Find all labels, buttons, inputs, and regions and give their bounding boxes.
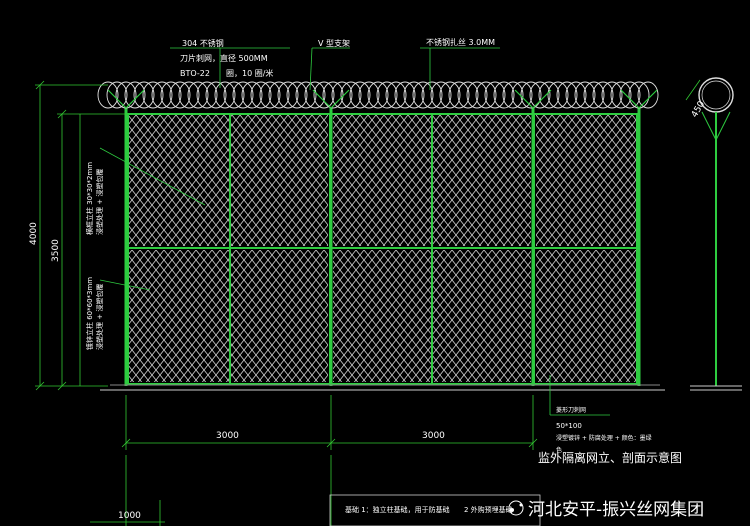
coil-loop	[457, 81, 479, 109]
coil-loop	[376, 81, 398, 109]
coil-loop	[529, 81, 551, 109]
note-base-2: 50*100	[556, 422, 582, 430]
coil-loop	[475, 81, 497, 109]
dim-bottom: 1000	[118, 511, 141, 521]
caption-title: 监外隔离网立、剖面示意图	[538, 450, 682, 465]
dim-height-fence: 3500	[51, 239, 61, 262]
dim-horizontal	[90, 395, 538, 526]
fence-mesh	[129, 115, 636, 382]
note-post: 镀锌立柱 60*60*3mm	[85, 277, 94, 350]
dim-vertical	[35, 80, 128, 391]
coil-loop	[628, 81, 650, 109]
coil-loop	[223, 81, 245, 109]
note-post-2: 浸塑处理 + 浸塑包覆	[95, 284, 104, 350]
section-view	[685, 77, 742, 391]
coil-loop	[151, 81, 173, 109]
note-base-1: 菱形刀刺网	[556, 406, 586, 414]
coil-loop	[331, 81, 353, 109]
coil-loop	[241, 81, 263, 109]
coil-loop	[466, 81, 488, 109]
coil-loop	[286, 81, 308, 109]
coil-loop	[169, 81, 191, 109]
coil-loop	[619, 81, 641, 109]
watermark: 河北安平-振兴丝网集团	[508, 500, 704, 520]
coil-loop	[574, 81, 596, 109]
note-top-material: 304 不锈钢	[182, 38, 224, 48]
coil-loop	[547, 81, 569, 109]
weibo-icon	[508, 500, 524, 516]
note-base-4: 色	[556, 446, 562, 454]
coil-loop	[610, 81, 632, 109]
v-bracket	[107, 89, 658, 109]
note-frame-2: 浸塑处理 + 浸塑包覆	[95, 169, 104, 235]
coil-loop	[97, 81, 119, 109]
coil-loop	[493, 81, 515, 109]
coil-loop	[214, 81, 236, 109]
coil-loop	[160, 81, 182, 109]
coil-loop	[322, 81, 344, 109]
watermark-text: 河北安平-振兴丝网集团	[528, 500, 704, 520]
note-blade-count: 圈，10 圈/米	[226, 68, 273, 78]
fence-posts	[124, 108, 641, 386]
coil-loop	[358, 81, 380, 109]
coil-loop	[295, 81, 317, 109]
note-foundation-1: 基础 1：独立柱基础，用于防基础	[345, 505, 450, 514]
coil-loop	[142, 81, 164, 109]
coil-loop	[232, 81, 254, 109]
note-v-bracket: V 型支架	[318, 38, 350, 48]
coil-loop	[601, 81, 623, 109]
coil-loop	[385, 81, 407, 109]
coil-loop	[484, 81, 506, 109]
coil-loop	[556, 81, 578, 109]
razor-wire-coil	[97, 81, 659, 109]
coil-loop	[250, 81, 272, 109]
foundation-outline	[329, 494, 541, 526]
coil-loop	[187, 81, 209, 109]
dim-span-1: 3000	[216, 431, 239, 441]
note-ss-tie-wire: 不锈钢扎丝 3.0MM	[426, 37, 495, 47]
coil-loop	[313, 81, 335, 109]
coil-loop	[367, 81, 389, 109]
note-foundation-2: 2 外购预埋基础	[464, 505, 513, 514]
coil-loop	[277, 81, 299, 109]
coil-loop	[394, 81, 416, 109]
coil-loop	[178, 81, 200, 109]
coil-loop	[583, 81, 605, 109]
coil-loop	[259, 81, 281, 109]
coil-loop	[439, 81, 461, 109]
note-blade-type: BTO-22	[180, 69, 210, 78]
coil-loop	[196, 81, 218, 109]
leader-lines	[99, 47, 610, 416]
coil-loop	[511, 81, 533, 109]
dim-height-total: 4000	[29, 222, 39, 245]
coil-loop	[520, 81, 542, 109]
coil-loop	[205, 81, 227, 109]
coil-loop	[349, 81, 371, 109]
note-base-3: 浸塑镀锌 + 防腐处理 + 颜色：墨绿	[556, 434, 652, 442]
coil-loop	[340, 81, 362, 109]
coil-loop	[565, 81, 587, 109]
dim-span-2: 3000	[422, 431, 445, 441]
coil-loop	[592, 81, 614, 109]
coil-loop	[115, 81, 137, 109]
coil-loop	[106, 81, 128, 109]
note-frame: 横框立柱 30*30*2mm	[85, 162, 94, 235]
coil-loop	[133, 81, 155, 109]
coil-loop	[448, 81, 470, 109]
coil-loop	[268, 81, 290, 109]
coil-loop	[538, 81, 560, 109]
coil-loop	[403, 81, 425, 109]
coil-loop	[502, 81, 524, 109]
coil-loop	[124, 81, 146, 109]
coil-loop	[412, 81, 434, 109]
note-blade-wire: 刀片刺网，直径 500MM	[180, 53, 268, 63]
coil-loop	[430, 81, 452, 109]
coil-loop	[421, 81, 443, 109]
coil-loop	[304, 81, 326, 109]
coil-loop	[637, 81, 659, 109]
